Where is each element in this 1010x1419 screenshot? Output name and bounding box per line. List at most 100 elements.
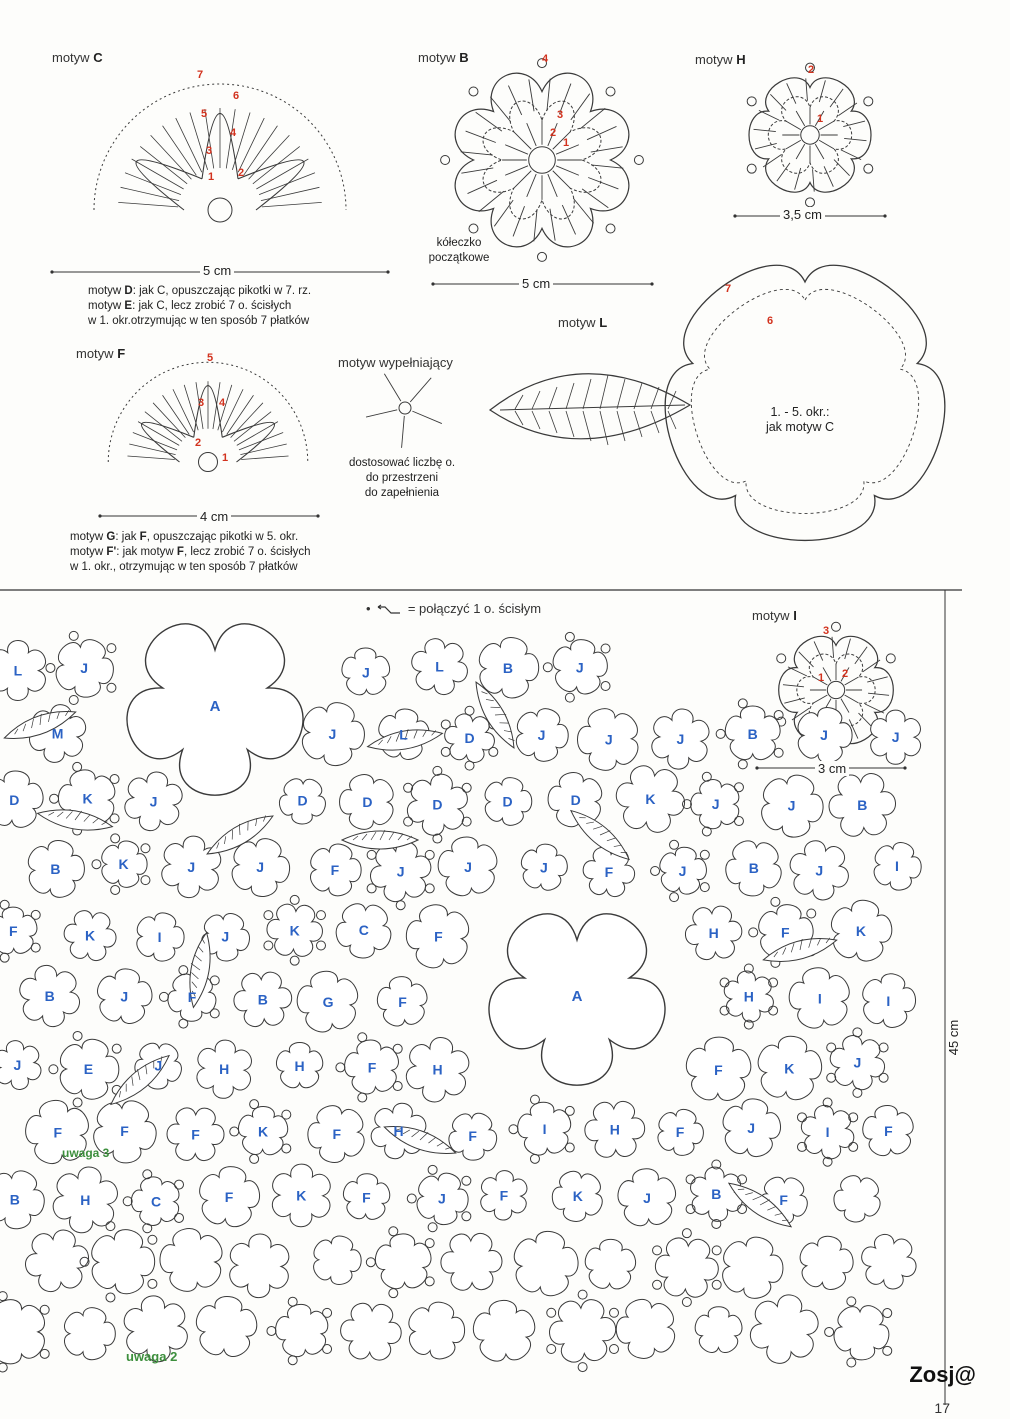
motif-b-spoke-outer [460, 151, 493, 156]
assembly-motif-outline [101, 840, 148, 888]
assembly-picot [72, 761, 83, 772]
assembly-label: F [9, 923, 18, 939]
assembly-label: I [826, 1124, 830, 1140]
filler-spoke [365, 409, 398, 418]
assembly-picot [281, 1143, 292, 1154]
motif-l-leaf-stitch [599, 410, 609, 446]
motif-f-row-5: 5 [207, 352, 213, 364]
assembly-label: J [538, 727, 546, 743]
assembly-leaf [569, 809, 631, 861]
motif-f-stitch [132, 432, 178, 451]
assembly-motif-outline [55, 639, 114, 698]
assembly-picot [715, 728, 726, 739]
motif-l-leaf-stitch [582, 410, 592, 442]
assembly-picot [770, 896, 781, 907]
motif-c-stitch [124, 172, 182, 196]
motif-l-leaf-stitch [650, 410, 660, 434]
motif-i-dimension-end [903, 766, 907, 770]
legend-text: = połączyć 1 o. ścisłym [407, 601, 542, 616]
motif-c-label: motyw C [52, 50, 103, 65]
motif-b-spoke-outer [572, 197, 595, 224]
assembly-picot [488, 746, 499, 757]
assembly-motif-outline [0, 770, 44, 828]
motif-b-row-1: 1 [563, 137, 569, 149]
motif-f-row-3: 3 [198, 397, 204, 409]
assembly-picot [111, 1043, 122, 1054]
motif-b-spoke-outer [579, 107, 606, 130]
assembly-motif-outline [870, 709, 921, 765]
motif-l-row-6: 6 [767, 315, 773, 327]
assembly-picot [229, 1126, 240, 1137]
assembly-motif-outline [0, 1299, 45, 1365]
motif-c-row-3: 3 [206, 145, 212, 157]
assembly-picot [711, 1279, 722, 1290]
assembly-label: K [290, 922, 300, 938]
assembly-label: F [468, 1128, 477, 1144]
assembly-label: B [711, 1186, 721, 1202]
motif-f-size: 4 cm [197, 509, 232, 524]
motif-f-stitch [240, 443, 287, 455]
motif-h-spoke-outer [829, 88, 844, 108]
assembly-motif-outline [166, 1107, 225, 1161]
motif-b-petals-inner [482, 100, 602, 220]
assembly-motif-outline [199, 1166, 261, 1228]
motif-l-ring-outer [664, 264, 946, 541]
assembly-label: I [886, 993, 890, 1009]
assembly-label: F [714, 1062, 723, 1078]
assembly-picot [110, 833, 121, 844]
assembly-motif-a-0 [126, 623, 304, 796]
assembly-picot [403, 782, 414, 793]
assembly-motif-outline [302, 702, 365, 766]
motif-b-spoke [526, 173, 537, 198]
assembly-picot [287, 1355, 298, 1366]
assembly-motif-outline [690, 779, 740, 830]
assembly-motif-outline [266, 903, 323, 957]
assembly-picot [878, 1042, 889, 1053]
assembly-picot [852, 1027, 863, 1038]
assembly-picot [39, 1348, 50, 1359]
assembly-label: F [676, 1124, 685, 1140]
assembly-motif-outline [685, 1036, 752, 1101]
assembly-picot [846, 1296, 857, 1307]
assembly-label: J [438, 1191, 446, 1207]
motif-b-spoke-outer [559, 83, 572, 114]
motif-c-size: 5 cm [200, 263, 235, 278]
assembly-motif-outline [480, 1170, 528, 1221]
assembly-motif-outline [416, 1172, 469, 1226]
page-number: 17 [934, 1400, 950, 1416]
assembly-picot [174, 1179, 185, 1190]
assembly-motif-outline [275, 1041, 324, 1089]
assembly-motif-outline [376, 976, 428, 1027]
motif-l-leaf-stitch [548, 386, 558, 410]
assembly-motif-outline [448, 1112, 498, 1161]
assembly-motif-outline [515, 708, 569, 762]
assembly-picot [427, 1222, 438, 1233]
assembly-label: F [53, 1124, 62, 1140]
assembly-motif-outline [0, 906, 38, 955]
motif-f-stitch [233, 411, 272, 442]
assembly-picot [147, 1234, 158, 1245]
assembly-motif-outline [411, 638, 468, 695]
motif-b-spoke-outer [461, 167, 494, 174]
assembly-motif-outline [861, 1233, 917, 1290]
assembly-label: F [605, 864, 614, 880]
motif-i-spoke [813, 676, 828, 686]
motif-c-outer-row [93, 83, 347, 211]
assembly-motif-outline [829, 1035, 886, 1091]
motif-h-spoke-outer [843, 120, 866, 127]
motif-c-stitch [162, 125, 197, 176]
motif-f-row-1: 1 [222, 452, 228, 464]
assembly-picot [105, 1221, 116, 1232]
notes-motif-d-e: motyw D: jak C, opuszczając pikotki w 7.… [88, 285, 312, 327]
assembly-motif-outline [310, 843, 362, 897]
assembly-motif-outline [97, 968, 153, 1024]
motif-b-spoke-outer [570, 93, 591, 121]
motif-l-leaf-stitch [565, 382, 575, 410]
assembly-label: B [10, 1191, 20, 1207]
motif-c-stitch [118, 201, 179, 208]
assembly-label: K [856, 923, 866, 939]
motif-b-dimension-end [431, 282, 435, 286]
motif-b-row-4: 4 [542, 53, 549, 65]
motif-c-row-5: 5 [201, 108, 207, 120]
motif-i-spoke [840, 667, 850, 682]
